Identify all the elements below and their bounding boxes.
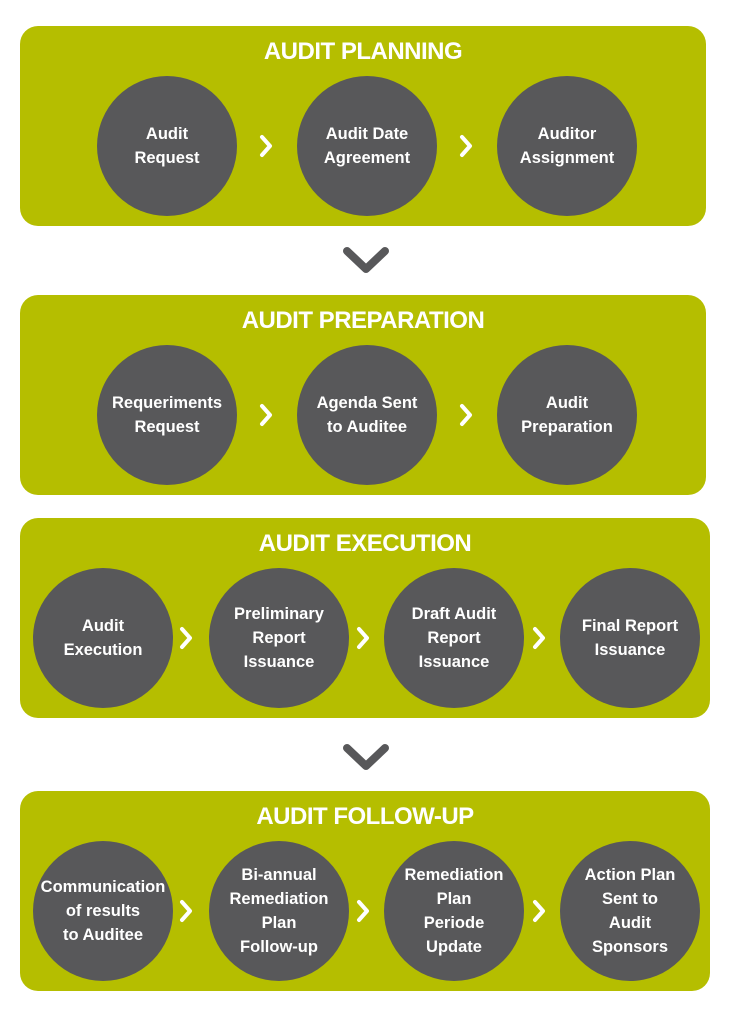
step-circle: Audit Request <box>97 76 237 216</box>
step-circle: Bi-annual Remediation Plan Follow-up <box>209 841 349 981</box>
stage-title: AUDIT PLANNING <box>263 38 463 65</box>
chevron-right-icon <box>527 899 551 923</box>
step-circle: Audit Preparation <box>497 345 637 485</box>
chevron-right-icon <box>174 626 198 650</box>
step-circle: Final Report Issuance <box>560 568 700 708</box>
stage-title: AUDIT PREPARATION <box>241 307 485 334</box>
step-circle: Audit Execution <box>33 568 173 708</box>
chevron-right-icon <box>351 899 375 923</box>
chevron-right-icon <box>527 626 551 650</box>
step-circle: Action Plan Sent to Audit Sponsors <box>560 841 700 981</box>
step-circle: Preliminary Report Issuance <box>209 568 349 708</box>
step-circle: Agenda Sent to Auditee <box>297 345 437 485</box>
chevron-right-icon <box>454 403 478 427</box>
stage-panel: AUDIT PLANNING Audit Request Audit Date Ag… <box>20 26 706 226</box>
chevron-down-icon <box>341 245 391 275</box>
stage-title: AUDIT FOLLOW-UP <box>256 803 474 830</box>
step-circle: Communication of results to Auditee <box>33 841 173 981</box>
chevron-right-icon <box>174 899 198 923</box>
chevron-right-icon <box>254 134 278 158</box>
step-circle: Remediation Plan Periode Update <box>384 841 524 981</box>
chevron-right-icon <box>351 626 375 650</box>
stage-panel: AUDIT EXECUTION Audit Execution Preliminar… <box>20 518 710 718</box>
stage-panel: AUDIT FOLLOW-UP Communication of results … <box>20 791 710 991</box>
step-circle: Requeriments Request <box>97 345 237 485</box>
stage-title: AUDIT EXECUTION <box>258 530 472 557</box>
chevron-down-icon <box>341 742 391 772</box>
step-circle: Auditor Assignment <box>497 76 637 216</box>
step-circle: Draft Audit Report Issuance <box>384 568 524 708</box>
chevron-right-icon <box>254 403 278 427</box>
step-circle: Audit Date Agreement <box>297 76 437 216</box>
chevron-right-icon <box>454 134 478 158</box>
